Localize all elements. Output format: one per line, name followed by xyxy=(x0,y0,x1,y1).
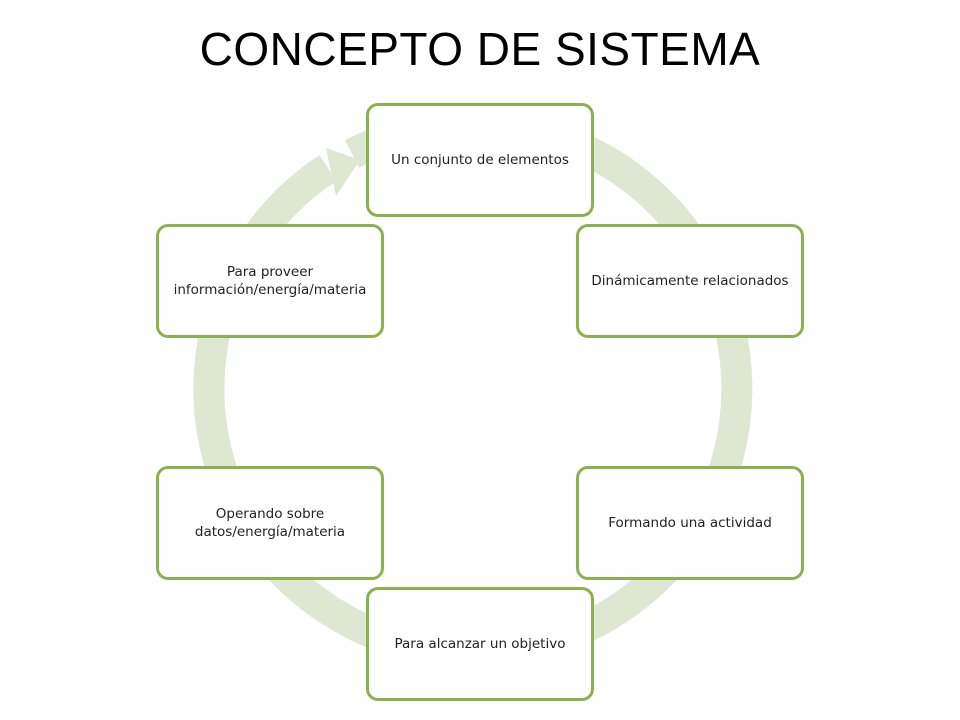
cycle-node-relacionados: Dinámicamente relacionados xyxy=(576,224,804,338)
cycle-node-objetivo: Para alcanzar un objetivo xyxy=(366,587,594,701)
cycle-node-proveer: Para proveer información/energía/materia xyxy=(156,224,384,338)
slide-title: CONCEPTO DE SISTEMA xyxy=(199,23,761,75)
cycle-node-operando: Operando sobre datos/energía/materia xyxy=(156,466,384,580)
cycle-arrow-band xyxy=(193,109,753,669)
cycle-node-actividad: Formando una actividad xyxy=(576,466,804,580)
cycle-arrowhead xyxy=(326,148,360,196)
cycle-node-elementos: Un conjunto de elementos xyxy=(366,103,594,217)
